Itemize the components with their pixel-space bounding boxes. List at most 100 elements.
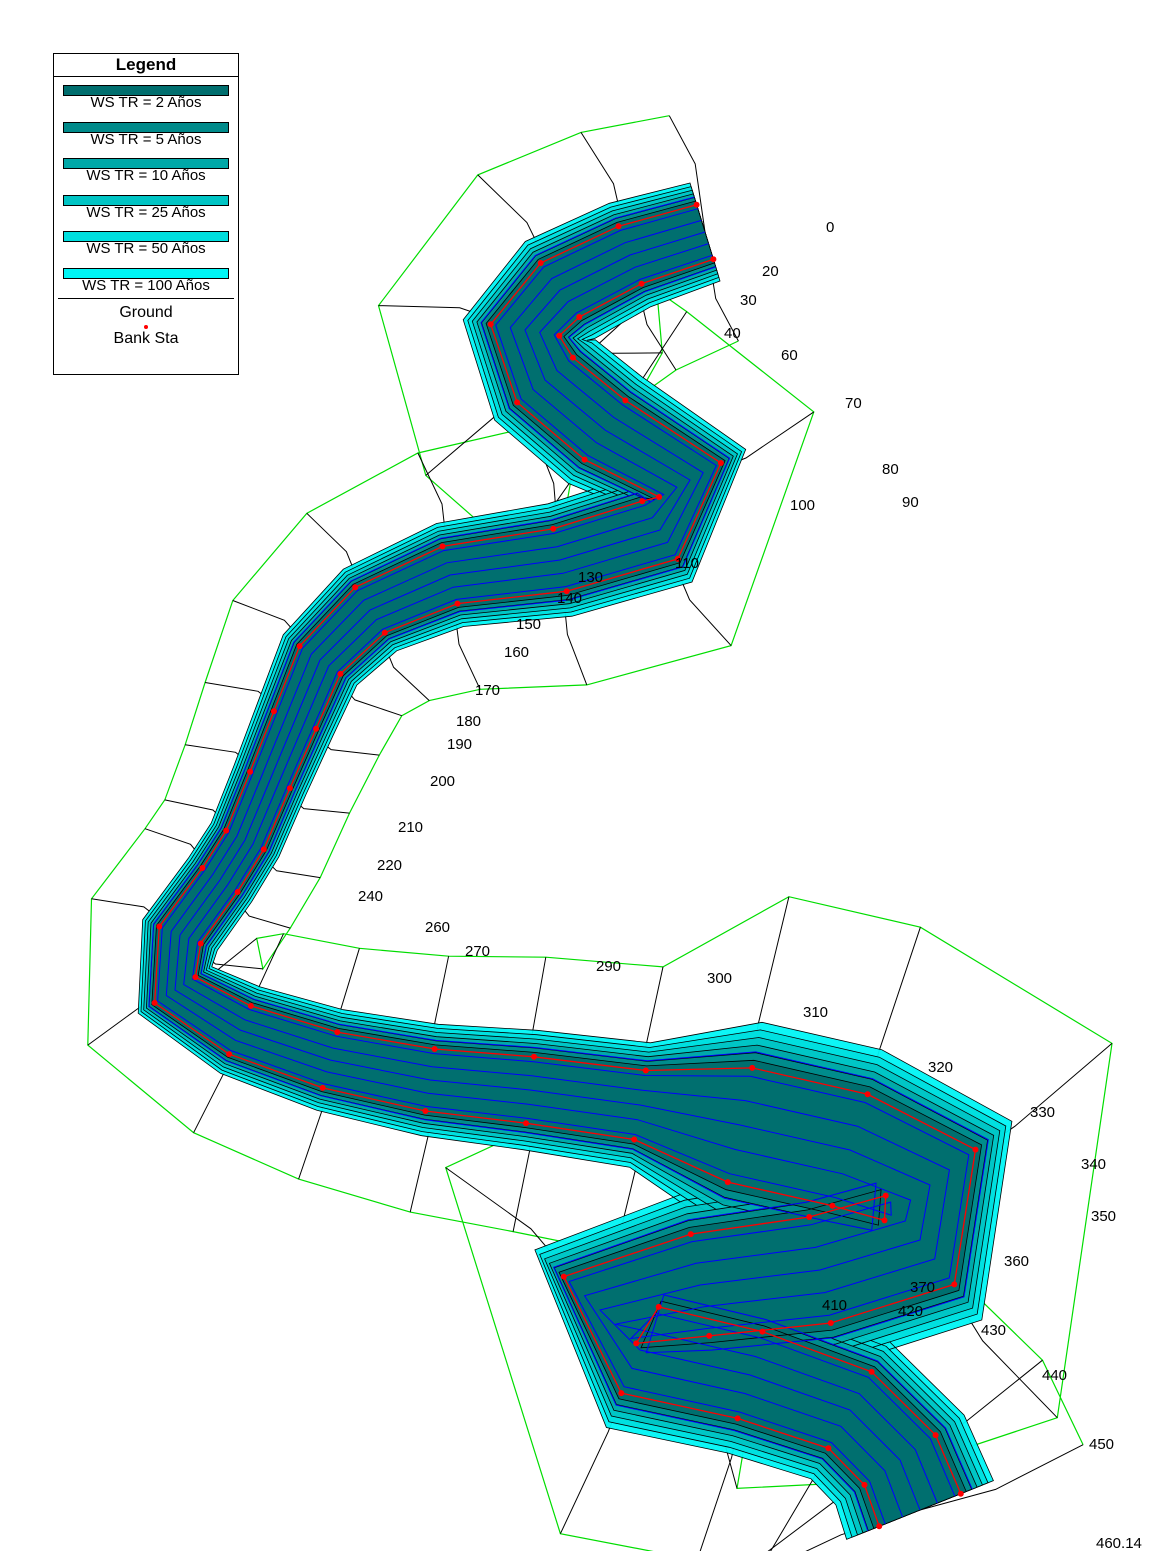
station-label: 70 — [845, 395, 862, 412]
station-label: 0 — [826, 219, 834, 236]
bank-station-point — [642, 1067, 649, 1074]
station-label: 420 — [898, 1303, 923, 1320]
bank-station-point — [352, 584, 359, 591]
station-label: 130 — [578, 569, 603, 586]
station-label: 450 — [1089, 1436, 1114, 1453]
legend-bank-marker — [144, 325, 148, 329]
station-label: 40 — [724, 325, 741, 342]
bank-station-point — [806, 1214, 813, 1220]
water-edge-line — [174, 231, 931, 1511]
bank-station-point — [199, 865, 206, 871]
legend: Legend WS TR = 2 Años WS TR = 5 Años WS … — [53, 53, 239, 375]
station-label: 170 — [475, 682, 500, 699]
legend-entry-ws-2: WS TR = 2 Años — [54, 77, 238, 114]
station-label: 90 — [902, 494, 919, 511]
bank-station-point — [569, 354, 576, 361]
bank-station-point — [226, 1051, 233, 1058]
bank-station-point — [759, 1328, 766, 1335]
legend-label-ws-5: WS TR = 5 Años — [90, 130, 202, 148]
bank-station-point — [514, 399, 521, 406]
legend-ground-line — [58, 298, 234, 299]
station-label: 320 — [928, 1059, 953, 1076]
station-label: 370 — [910, 1279, 935, 1296]
bank-station-point — [260, 846, 267, 853]
bank-station-point — [156, 923, 163, 930]
legend-label-ws-25: WS TR = 25 Años — [86, 203, 206, 221]
bank-station-point — [951, 1281, 958, 1288]
legend-entry-ws-50: WS TR = 50 Años — [54, 223, 238, 260]
legend-label-ws-50: WS TR = 50 Años — [86, 240, 206, 257]
bank-station-point — [523, 1120, 529, 1127]
bank-station-point — [439, 543, 446, 550]
legend-entry-ws-100: WS TR = 100 Años — [54, 260, 238, 297]
bank-station-point — [223, 827, 230, 834]
station-label: 410 — [822, 1297, 847, 1314]
legend-entry-ws-10: WS TR = 10 Años — [54, 150, 238, 187]
legend-swatch-ws-10 — [63, 158, 229, 169]
water-edge-line — [165, 219, 912, 1518]
bank-station-point — [286, 785, 293, 792]
legend-swatch-ws-25 — [63, 194, 229, 206]
legend-swatch-ws-2 — [63, 85, 229, 96]
station-label: 430 — [981, 1322, 1006, 1339]
water-edge-line — [157, 208, 892, 1525]
bank-station-point — [618, 1390, 625, 1397]
station-label: 240 — [358, 888, 383, 905]
bank-station-point — [197, 940, 204, 947]
bank-station-point — [622, 397, 629, 404]
bank-station-point — [454, 600, 461, 607]
legend-label-ws-2: WS TR = 2 Años — [90, 94, 202, 111]
bank-station-point — [334, 1029, 341, 1036]
station-label: 260 — [425, 919, 450, 936]
bank-station-point — [550, 525, 557, 532]
legend-title: Legend — [54, 54, 238, 77]
bank-station-point — [864, 1091, 871, 1098]
station-label: 80 — [882, 461, 899, 478]
bank-station-point — [932, 1432, 939, 1439]
bank-station-point — [749, 1064, 756, 1071]
bank-station-point — [674, 555, 681, 562]
station-label: 340 — [1081, 1156, 1106, 1173]
bank-station-point — [655, 1303, 662, 1310]
bank-station-point — [531, 1053, 537, 1060]
bank-station-point — [861, 1481, 868, 1488]
legend-label-bank-sta: Bank Sta — [113, 330, 179, 347]
bank-station-point — [487, 321, 494, 328]
bank-station-point — [972, 1146, 979, 1153]
legend-label-ws-10: WS TR = 10 Años — [86, 167, 206, 184]
station-label: 360 — [1004, 1253, 1029, 1270]
water-edge-line — [191, 254, 970, 1497]
station-label: 180 — [456, 713, 481, 730]
bank-station-point — [296, 643, 303, 650]
station-label: 190 — [447, 736, 472, 753]
legend-label-ws-100: WS TR = 100 Años — [82, 276, 210, 294]
station-label: 460.14 — [1096, 1535, 1142, 1551]
bank-station-point — [881, 1217, 888, 1224]
station-label: 200 — [430, 773, 455, 790]
bank-station-point — [537, 260, 544, 266]
legend-entry-ws-25: WS TR = 25 Años — [54, 187, 238, 224]
bank-station-point — [825, 1445, 832, 1452]
bank-station-point — [313, 725, 320, 732]
station-label: 330 — [1030, 1104, 1055, 1121]
station-label: 440 — [1042, 1367, 1067, 1384]
station-label: 20 — [762, 263, 779, 280]
bank-station-point — [381, 629, 388, 636]
station-label: 350 — [1091, 1208, 1116, 1225]
water-edge-line — [200, 266, 989, 1490]
bank-station-point — [633, 1340, 640, 1347]
water-surface-ws-2 — [151, 200, 983, 1530]
station-label: 270 — [465, 943, 490, 960]
bank-station-point — [693, 201, 700, 208]
legend-swatch-ws-50 — [63, 231, 229, 242]
legend-entry-ws-5: WS TR = 5 Años — [54, 114, 238, 151]
bank-station-point — [868, 1368, 875, 1375]
bank-station-point — [192, 974, 199, 981]
bank-station-point — [234, 889, 241, 895]
bank-station-point — [247, 1002, 254, 1009]
bank-station-point — [706, 1332, 713, 1339]
station-label: 140 — [557, 590, 582, 607]
bank-station-point — [581, 456, 588, 463]
bank-station-point — [563, 588, 570, 595]
